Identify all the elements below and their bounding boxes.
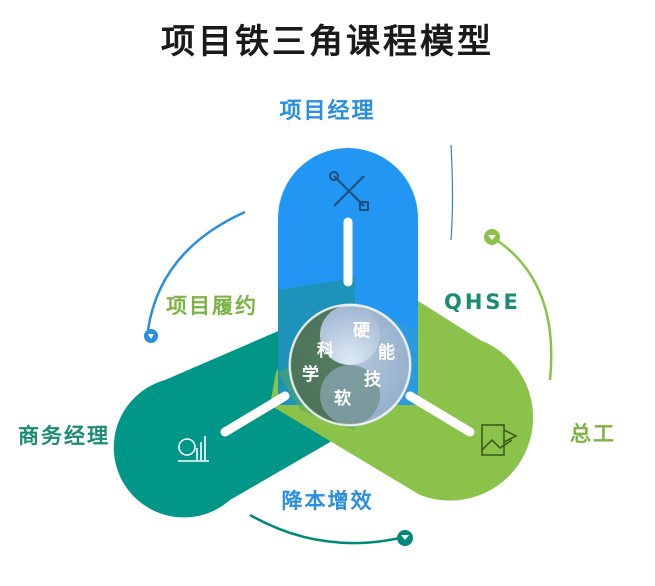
flag-landscape-icon bbox=[481, 424, 518, 456]
char-soft-3: 软 bbox=[334, 388, 351, 409]
char-hard-3: 技 bbox=[364, 369, 382, 390]
center-sphere: 硬 能 技 科 学 软 bbox=[288, 303, 412, 427]
label-project-manager: 项目经理 bbox=[279, 99, 376, 124]
label-business-manager: 商务经理 bbox=[18, 424, 110, 448]
arc-right bbox=[491, 235, 553, 381]
label-qhse: QHSE bbox=[444, 290, 521, 314]
arc-bottom bbox=[249, 513, 401, 545]
char-hard-2: 能 bbox=[378, 342, 395, 363]
label-chief-engineer: 总工 bbox=[570, 422, 616, 446]
page-title: 项目铁三角课程模型 bbox=[161, 22, 494, 62]
label-cost-reduction: 降本增效 bbox=[281, 489, 374, 513]
label-performance: 项目履约 bbox=[166, 294, 258, 318]
char-soft-1: 科 bbox=[317, 340, 334, 361]
char-hard-1: 硬 bbox=[353, 321, 371, 341]
arc-thin-right bbox=[450, 144, 454, 241]
arc-left-top bbox=[146, 210, 246, 331]
tools-icon bbox=[329, 171, 369, 211]
char-soft-2: 学 bbox=[302, 364, 319, 385]
chart-growth-icon bbox=[178, 436, 209, 462]
